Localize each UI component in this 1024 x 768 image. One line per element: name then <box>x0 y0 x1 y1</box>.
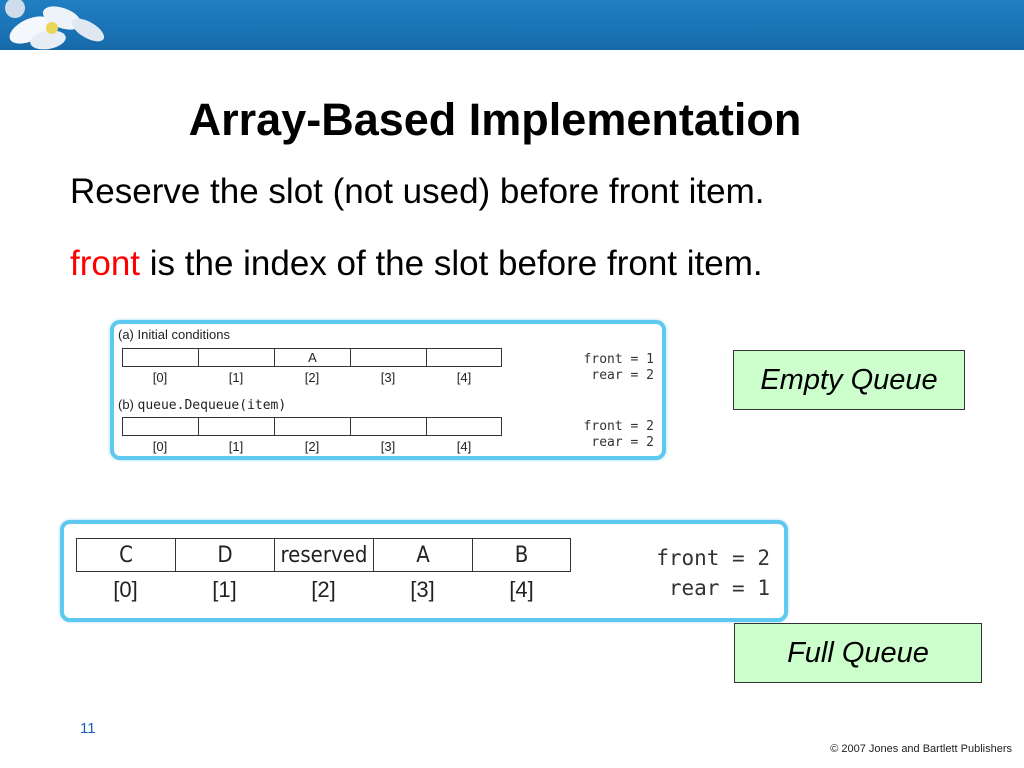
rear-pointer: rear = 2 <box>591 368 654 383</box>
array-cell <box>198 417 274 436</box>
text-line-2: front is the index of the slot before fr… <box>70 244 763 284</box>
array-index: [4] <box>509 577 534 602</box>
array-cell: C <box>76 538 175 572</box>
array-cell <box>274 417 350 436</box>
array-index: [4] <box>456 370 472 385</box>
array-cell: D <box>175 538 274 572</box>
array-index: [4] <box>456 439 472 454</box>
front-pointer: front = 1 <box>583 352 654 367</box>
array-cell <box>350 348 426 367</box>
array-index: [1] <box>228 439 244 454</box>
array-index: [3] <box>380 370 396 385</box>
array-cell <box>350 417 426 436</box>
top-banner <box>0 0 1024 50</box>
array-row-after-dequeue <box>122 417 502 436</box>
flower-icon <box>5 0 105 50</box>
array-row-full: C D reserved A B <box>76 538 571 572</box>
full-queue-label: Full Queue <box>734 623 982 683</box>
page-number: 11 <box>80 720 96 737</box>
front-pointer: front = 2 <box>656 546 770 570</box>
array-index: [0] <box>113 577 138 602</box>
array-cell <box>122 417 198 436</box>
array-cell: B <box>472 538 571 572</box>
index-row-full: [0] [1] [2] [3] [4] <box>76 577 571 603</box>
array-cell <box>122 348 198 367</box>
array-cell-reserved: reserved <box>274 538 373 572</box>
full-queue-figure: C D reserved A B [0] [1] [2] [3] [4] fro… <box>60 520 788 622</box>
array-index: [2] <box>311 577 336 602</box>
array-row-initial: A <box>122 348 502 367</box>
array-index: [2] <box>304 370 320 385</box>
array-index: [0] <box>152 370 168 385</box>
caption-b-prefix: (b) <box>118 397 138 412</box>
copyright-notice: © 2007 Jones and Bartlett Publishers <box>830 743 1012 755</box>
initial-conditions-figure: (a) Initial conditions A [0] [1] [2] [3]… <box>110 320 666 460</box>
slide-title: Array-Based Implementation <box>188 94 802 145</box>
array-index: [2] <box>304 439 320 454</box>
array-index: [0] <box>152 439 168 454</box>
caption-b: (b) queue.Dequeue(item) <box>118 397 286 413</box>
array-index: [1] <box>228 370 244 385</box>
text-line-1: Reserve the slot (not used) before front… <box>70 172 765 211</box>
rear-pointer: rear = 1 <box>668 576 770 600</box>
front-pointer: front = 2 <box>583 419 654 434</box>
caption-b-code: queue.Dequeue(item) <box>137 398 287 413</box>
array-cell: A <box>373 538 472 572</box>
array-cell: A <box>274 348 350 367</box>
empty-queue-label: Empty Queue <box>733 350 965 410</box>
rear-pointer: rear = 2 <box>591 435 654 450</box>
array-cell <box>426 348 502 367</box>
array-index: [3] <box>380 439 396 454</box>
array-index: [3] <box>410 577 435 602</box>
array-cell <box>426 417 502 436</box>
index-row-after-dequeue: [0] [1] [2] [3] [4] <box>122 439 502 454</box>
caption-a: (a) Initial conditions <box>118 327 230 342</box>
array-index: [1] <box>212 577 237 602</box>
index-row-initial: [0] [1] [2] [3] [4] <box>122 370 502 385</box>
array-cell <box>198 348 274 367</box>
front-keyword: front <box>70 244 141 283</box>
text-line-2-rest: is the index of the slot before front it… <box>140 244 763 283</box>
